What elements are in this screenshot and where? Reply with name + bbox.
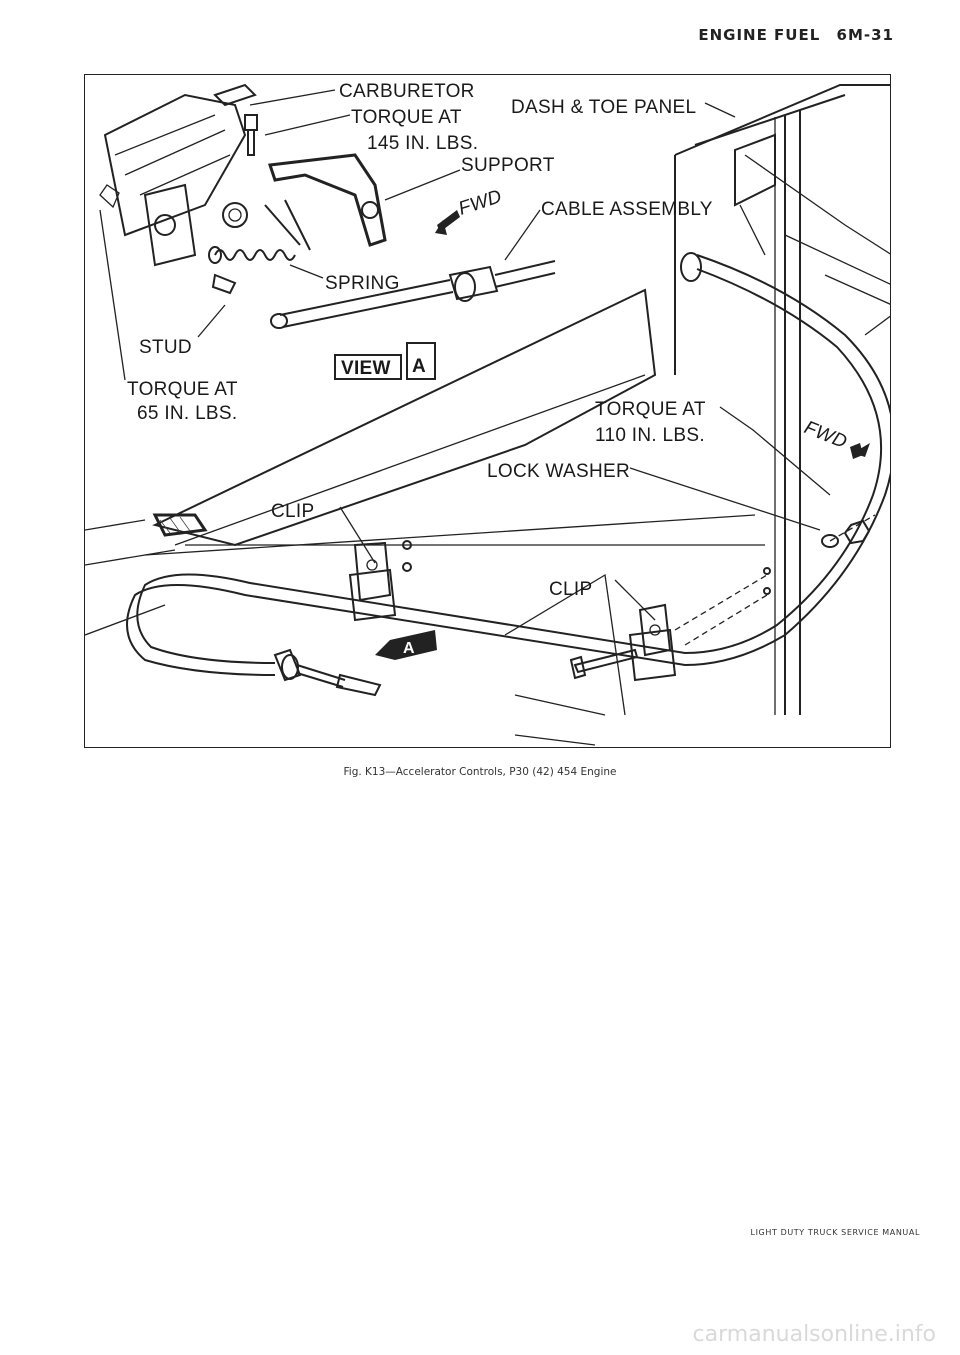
label-torque-65-line2: 65 IN. LBS. bbox=[137, 403, 237, 424]
fwd-label-top: FWD bbox=[456, 186, 504, 220]
fwd-label-right: FWD bbox=[801, 417, 850, 453]
view-a-marker: A bbox=[375, 630, 437, 660]
section-title: ENGINE FUEL bbox=[698, 26, 821, 44]
label-torque-65-line1: TORQUE AT bbox=[127, 379, 238, 400]
fwd-arrow-right: FWD bbox=[801, 417, 870, 459]
dash-panel-structure bbox=[85, 84, 890, 746]
figure-illustration: FWD FWD VIEW A A CARBURETOR TORQUE AT 14… bbox=[84, 74, 891, 748]
cable-assembly bbox=[126, 252, 890, 697]
carburetor-body bbox=[213, 83, 257, 107]
support-bracket bbox=[267, 153, 387, 247]
figure-caption: Fig. K13—Accelerator Controls, P30 (42) … bbox=[343, 766, 617, 778]
label-dash-toe-panel: DASH & TOE PANEL bbox=[511, 97, 696, 118]
leader-lines bbox=[99, 89, 831, 621]
clip-left bbox=[348, 540, 412, 622]
lock-washer-nut bbox=[674, 514, 876, 646]
label-lock-washer: LOCK WASHER bbox=[487, 461, 630, 482]
label-carburetor: CARBURETOR bbox=[339, 81, 475, 102]
label-clip-right: CLIP bbox=[549, 579, 592, 600]
carburetor-assembly bbox=[99, 83, 556, 329]
view-a-box: VIEW A bbox=[334, 342, 436, 380]
label-torque-145-line1: TORQUE AT bbox=[351, 107, 462, 128]
marker-a-letter: A bbox=[403, 640, 415, 657]
label-torque-110-line1: TORQUE AT bbox=[595, 399, 706, 420]
clip-right bbox=[569, 603, 677, 682]
label-torque-110-line2: 110 IN. LBS. bbox=[595, 425, 705, 446]
label-stud: STUD bbox=[139, 337, 192, 358]
fwd-arrow-top: FWD bbox=[435, 186, 505, 235]
label-clip-left: CLIP bbox=[271, 501, 314, 522]
label-spring: SPRING bbox=[325, 273, 400, 294]
view-label: VIEW bbox=[341, 358, 391, 379]
throttle-spring bbox=[214, 249, 296, 261]
throttle-lever bbox=[143, 183, 197, 267]
page-number: 6M-31 bbox=[836, 26, 894, 44]
page-header: ENGINE FUEL 6M-31 bbox=[698, 26, 894, 44]
manual-footer: LIGHT DUTY TRUCK SERVICE MANUAL bbox=[750, 1228, 920, 1237]
label-torque-145-line2: 145 IN. LBS. bbox=[367, 133, 478, 154]
label-cable-assembly: CABLE ASSEMBLY bbox=[541, 199, 713, 220]
view-letter: A bbox=[412, 356, 426, 377]
watermark-text: carmanualsonline.info bbox=[692, 1322, 936, 1347]
label-support: SUPPORT bbox=[461, 155, 555, 176]
accelerator-controls-diagram: FWD FWD VIEW A A CARBURETOR TORQUE AT 14… bbox=[85, 81, 890, 746]
